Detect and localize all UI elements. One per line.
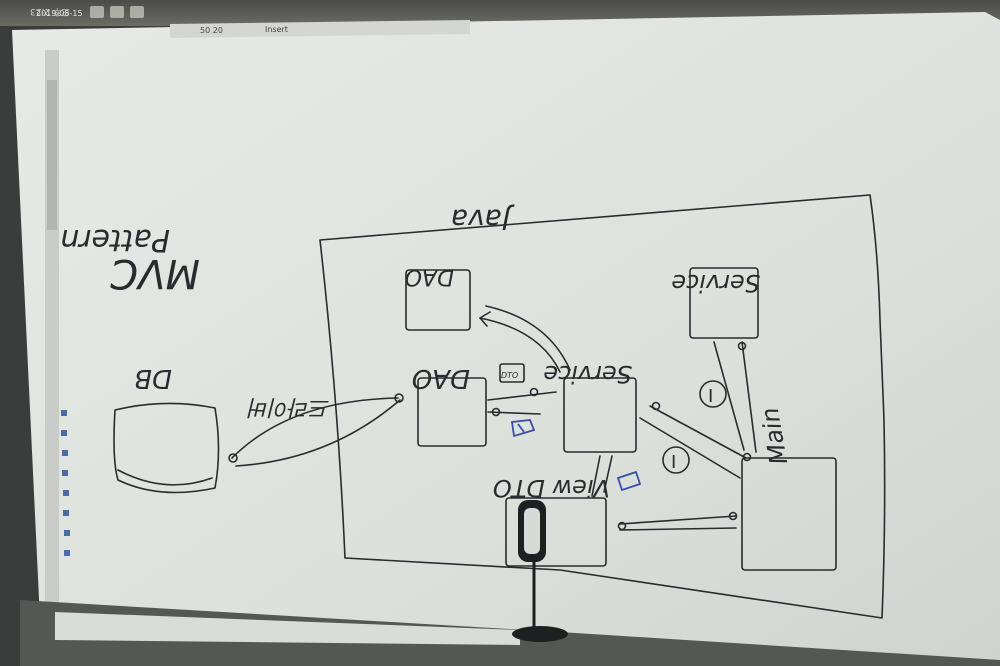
label-pattern: Pattern [60,222,170,257]
service-box-mid [563,377,637,453]
db-cylinder [113,402,220,494]
label-korean: 드라이버 [246,394,330,419]
whiteboard-surface [12,12,1000,666]
label-i-2: I [671,452,676,473]
view-main-line [619,515,737,525]
label-view-dto: View DTO [493,474,610,502]
label-db: DB [134,363,172,393]
label-dao-top: DAO [405,264,454,289]
view-box [505,497,607,567]
dao-box-top [405,269,471,331]
dao-box-mid [417,377,487,447]
app-icon[interactable] [90,6,104,18]
screen-status-bar [170,20,470,38]
dto-tag-box [499,363,525,383]
dao-service-line-2 [487,411,541,415]
service-view-line [591,455,601,497]
app-icon[interactable] [110,6,124,18]
main-box [741,457,837,571]
dao-service-curve [479,317,561,373]
label-i-1: I [708,386,713,407]
status-date: 2019-08-15 [36,9,83,18]
service-box-right [689,267,759,339]
service-main-line-2 [639,417,741,479]
app-icon[interactable] [130,6,144,18]
db-dao-link [231,397,399,459]
label-service-mid: Service [543,360,632,388]
label-dto-tag: DTO [501,371,518,380]
service-right-main-2 [741,341,757,453]
java-frame [319,194,886,619]
dao-service-line [487,391,557,401]
label-dao-mid: DAO [412,363,470,393]
i-badge-circle-2 [662,446,690,474]
scrollbar-thumb[interactable] [47,80,57,230]
dao-service-curve-2 [485,305,571,371]
i-badge-circle-1 [699,380,727,408]
db-dao-link-2 [235,399,401,467]
service-right-main [713,341,745,451]
view-main-line-2 [619,527,737,531]
service-view-line-2 [603,455,613,493]
status-zoom: 50 20 [200,26,223,35]
label-service-right: Service [671,269,760,297]
status-insert: Insert [265,25,288,34]
dto-marker-1 [510,419,536,438]
side-toolbar [61,410,70,556]
marker-pen [512,500,568,642]
dto-marker-2 [616,470,642,492]
label-mvc: MVC [110,250,200,296]
service-main-line [649,405,747,459]
label-java: Java [451,203,515,236]
bottom-bar [55,612,520,645]
